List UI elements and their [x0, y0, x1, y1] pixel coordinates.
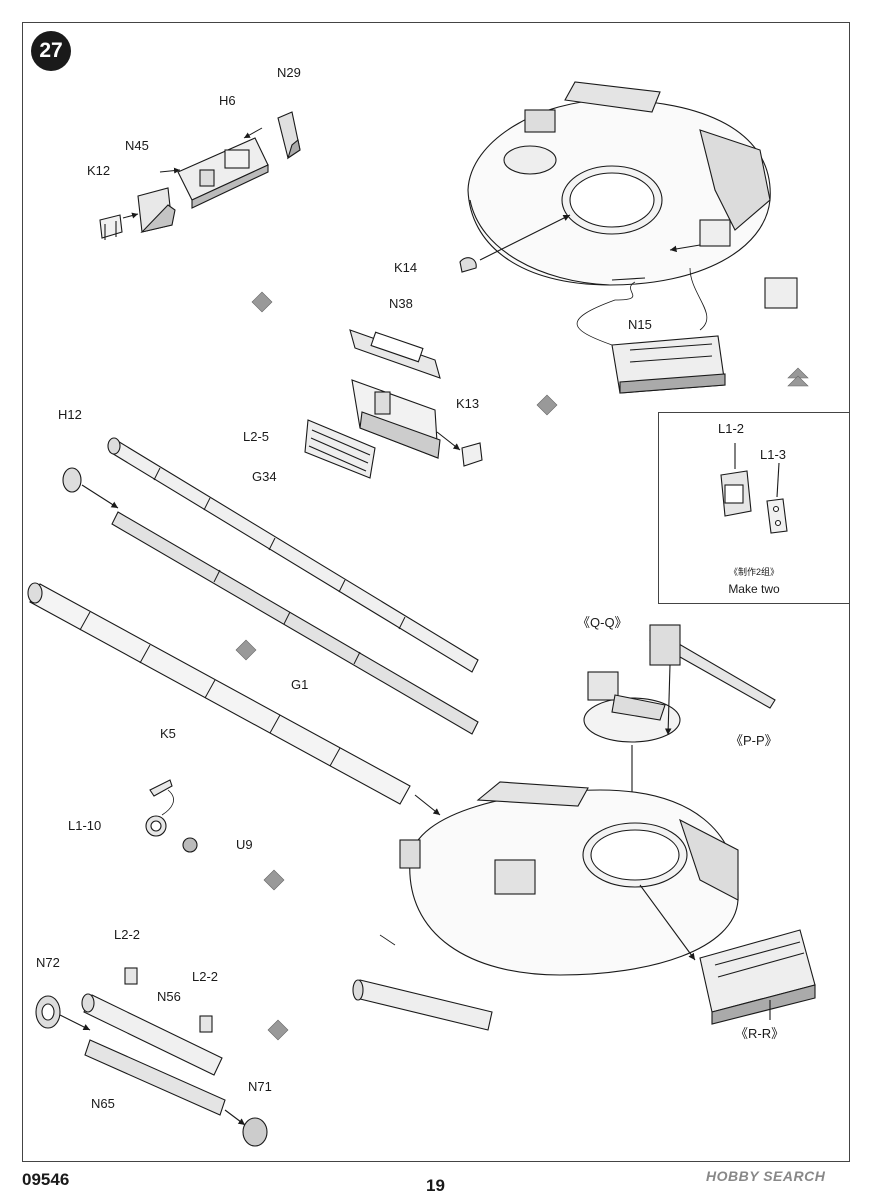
watermark: HOBBY SEARCH: [706, 1168, 826, 1184]
part-l1-10-sight: [145, 815, 167, 837]
inset-label-l1-2: L1-2: [718, 421, 745, 436]
part-g1-barrel-half: [111, 511, 479, 735]
label-g1: G1: [291, 677, 309, 692]
label-view-qq: 《Q-Q》: [577, 615, 628, 630]
label-n45: N45: [125, 138, 149, 153]
part-l1-2-box-right: [699, 219, 798, 309]
label-l2-2-right: L2-2: [192, 969, 219, 984]
part-l2-2-clips: [124, 967, 213, 1033]
label-k12: K12: [87, 163, 111, 178]
inset-note-en: Make two: [728, 582, 780, 596]
part-qq-hatch: [583, 671, 681, 743]
turret-upper-view: [467, 81, 771, 286]
label-view-rr: 《R-R》: [735, 1026, 785, 1041]
part-n65-tube: [84, 1039, 226, 1116]
make-two-inset: L1-2 L1-3 《制作2组》 Make two: [658, 412, 850, 604]
label-h12: H12: [58, 407, 82, 422]
step-number-badge: 27: [31, 31, 71, 71]
label-n29: N29: [277, 65, 301, 80]
label-g34: G34: [252, 469, 277, 484]
label-k13: K13: [456, 396, 480, 411]
part-k13-hinge: [461, 442, 483, 467]
label-k14: K14: [394, 260, 418, 275]
part-k14: [459, 257, 477, 273]
part-n15-stowage-bin: [611, 335, 726, 394]
part-k5-clip: [149, 779, 173, 797]
part-n29-bracket: [277, 111, 301, 160]
label-l1-10: L1-10: [68, 818, 102, 833]
label-n38: N38: [389, 296, 413, 311]
part-l2-5-grille: [304, 419, 376, 479]
part-g34-barrel-half: [107, 437, 479, 673]
part-barrel-assembled: [27, 582, 411, 805]
part-pp-machine-gun: [649, 624, 776, 709]
label-l2-2-left: L2-2: [114, 927, 141, 942]
part-u9-lens: [182, 837, 198, 853]
part-rr-stowage-bin: [699, 929, 816, 1025]
label-l2-5: L2-5: [243, 429, 270, 444]
label-n72: N72: [36, 955, 60, 970]
label-k5: K5: [160, 726, 176, 741]
part-h6-panel: [177, 137, 269, 209]
page-number: 19: [426, 1176, 445, 1195]
part-l1-2-box: [720, 470, 752, 517]
label-view-pp: 《P-P》: [730, 733, 778, 748]
kit-code: 09546: [22, 1170, 70, 1189]
inset-drawing: [720, 443, 788, 534]
part-n71-cap: [242, 1117, 268, 1147]
part-n38-cover: [349, 329, 441, 379]
part-tube-stowage: [352, 979, 493, 1031]
label-h6: H6: [219, 93, 236, 108]
part-n72-wheel: [35, 995, 61, 1029]
turret-lower-view: [399, 781, 739, 976]
part-l1-3-plate: [766, 498, 788, 534]
inset-note-cn: 《制作2组》: [728, 567, 779, 577]
label-n71: N71: [248, 1079, 272, 1094]
part-h12-cap: [62, 467, 82, 493]
part-n45-plate: [137, 187, 176, 233]
label-n15: N15: [628, 317, 652, 332]
part-n56-tube: [81, 993, 223, 1076]
label-n56: N56: [157, 989, 181, 1004]
part-k12-hinge: [99, 214, 123, 240]
inset-label-l1-3: L1-3: [760, 447, 787, 462]
label-n65: N65: [91, 1096, 115, 1111]
view-arrow-icons: [235, 291, 809, 1041]
label-u9: U9: [236, 837, 253, 852]
part-bin-body: [351, 379, 441, 459]
